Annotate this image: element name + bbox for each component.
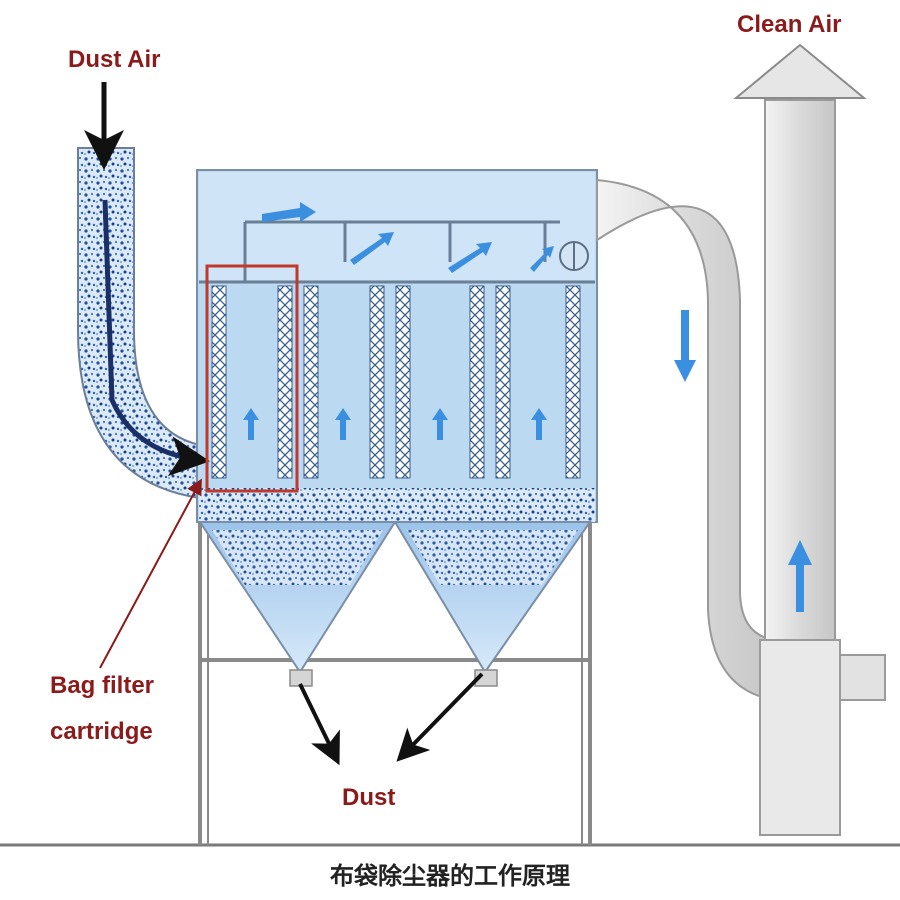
up-arrow-icon: [788, 540, 812, 612]
up-arrow-icon: [531, 408, 547, 440]
up-arrow-icon: [335, 408, 351, 440]
outlet-duct: [596, 178, 776, 702]
dust-arrow-right: [396, 672, 484, 762]
filter-bag: [277, 285, 293, 479]
inlet-duct: [77, 147, 201, 500]
filter-bag: [565, 285, 581, 479]
dust-label: Dust: [342, 784, 395, 811]
dust-air-label: Dust Air: [68, 46, 160, 73]
filter-bag: [369, 285, 385, 479]
clean-air-label: Clean Air: [737, 11, 841, 38]
plenum-arrow-diag-2-icon: [448, 242, 492, 273]
filter-bag: [303, 285, 319, 479]
hopper-left-dust: [212, 530, 383, 585]
plenum-arrow-diag-3-icon: [530, 246, 554, 272]
inlet-flow-arrow: [102, 199, 210, 477]
plenum-arrow-diag-1-icon: [350, 232, 394, 265]
filter-bags: [211, 285, 581, 479]
filter-bag: [395, 285, 411, 479]
plenum-flow-arrows: [262, 202, 554, 273]
dust-layer: [199, 488, 595, 522]
up-arrow-icon: [432, 408, 448, 440]
filter-bag: [469, 285, 485, 479]
chimney-cap: [733, 43, 867, 99]
bag-filter-pointer: [99, 478, 202, 669]
diagram-caption: 布袋除尘器的工作原理: [330, 862, 570, 890]
bag-up-arrows: [243, 408, 547, 440]
bag-filter-label-line2: cartridge: [50, 718, 153, 745]
plenum-arrow-right-icon: [262, 202, 316, 222]
up-arrow-icon: [243, 408, 259, 440]
hopper-right-dust: [407, 530, 578, 585]
filter-bag: [495, 285, 511, 479]
chimney-base: [759, 639, 841, 836]
chimney-side-port: [834, 654, 886, 701]
clean-air-plenum: [199, 172, 595, 280]
bag-filter-label-line1: Bag filter: [50, 672, 154, 699]
support-frame: [198, 520, 592, 845]
down-arrow-icon: [674, 310, 696, 382]
pulse-jet-pipes: [243, 220, 560, 282]
bag-filter-highlight: [205, 264, 299, 493]
filter-bag: [211, 285, 227, 479]
dust-arrow-left: [298, 683, 340, 766]
